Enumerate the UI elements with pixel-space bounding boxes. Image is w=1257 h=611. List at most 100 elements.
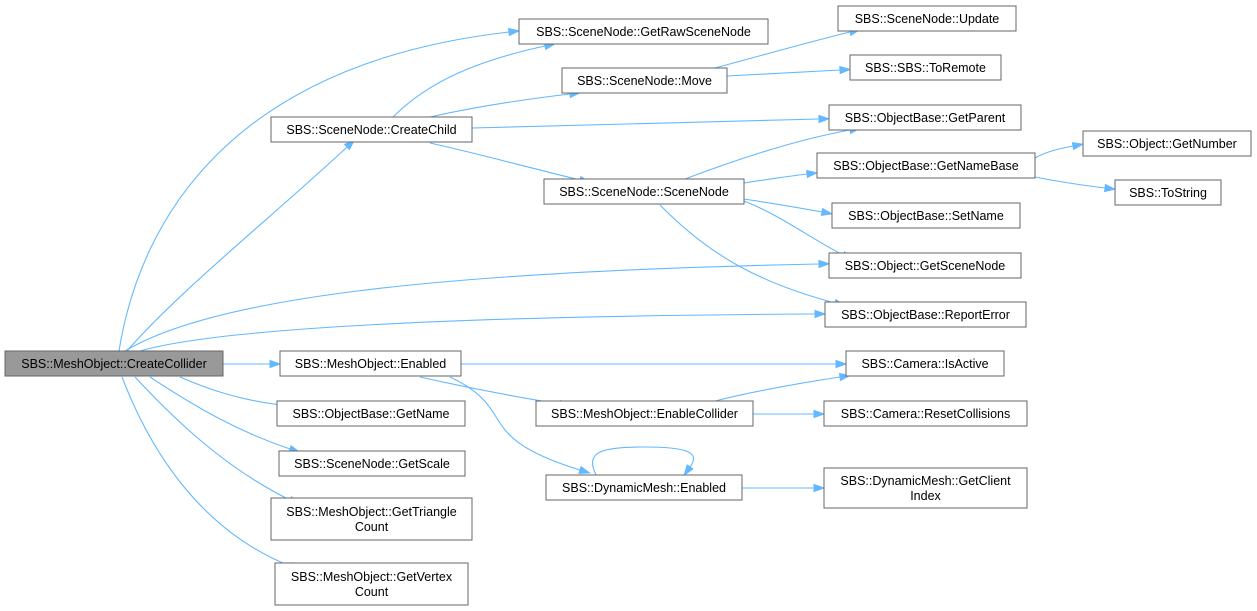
node-camera-is-active[interactable]: SBS::Camera::IsActive	[845, 350, 1005, 377]
node-create-collider[interactable]: SBS::MeshObject::CreateCollider	[4, 350, 224, 377]
edge-enable-collider-to-camera-is-active	[714, 372, 852, 402]
edge-line	[743, 173, 808, 184]
node-reset-collisions[interactable]: SBS::Camera::ResetCollisions	[823, 400, 1028, 427]
edge-line	[449, 376, 581, 471]
edge-line	[1034, 176, 1106, 189]
edge-line	[118, 31, 510, 352]
arrowhead-icon	[813, 483, 826, 493]
node-label: Count	[355, 585, 389, 599]
arrowhead-icon	[839, 65, 852, 75]
node-box	[270, 116, 473, 143]
edge-line	[392, 45, 546, 118]
edge-get-name-base-to-object-get-number	[1034, 141, 1085, 159]
edge-scenenode-ctor-to-set-name	[743, 198, 834, 217]
node-scenenode-update[interactable]: SBS::SceneNode::Update	[837, 5, 1017, 32]
edge-line	[714, 376, 841, 402]
edge-scenenode-move-to-to-remote	[726, 65, 852, 77]
node-label: SBS::MeshObject::GetTriangle	[286, 505, 456, 519]
arrowhead-icon	[818, 259, 831, 269]
node-label: SBS::MeshObject::Enabled	[295, 357, 447, 371]
edge-line	[684, 129, 851, 180]
node-box	[535, 400, 754, 427]
node-box	[274, 562, 469, 606]
node-box	[1114, 179, 1222, 206]
node-box	[278, 450, 466, 477]
node-get-scale[interactable]: SBS::SceneNode::GetScale	[278, 450, 466, 477]
node-label: SBS::ObjectBase::GetName	[292, 407, 449, 421]
node-label: Count	[355, 520, 389, 534]
node-box	[849, 54, 1002, 81]
node-get-scene-node[interactable]: SBS::Object::GetSceneNode	[828, 252, 1022, 279]
node-label: Index	[910, 489, 941, 503]
node-enable-collider[interactable]: SBS::MeshObject::EnableCollider	[535, 400, 754, 427]
node-object-get-number[interactable]: SBS::Object::GetNumber	[1082, 130, 1252, 157]
edge-line	[743, 198, 823, 213]
node-label: SBS::SceneNode::GetScale	[294, 457, 450, 471]
arrowhead-icon	[806, 169, 819, 179]
edge-line	[429, 93, 571, 118]
edge-create-collider-to-get-vertex-count	[121, 376, 301, 571]
edge-line	[659, 204, 836, 304]
edge-create-collider-to-get-name	[179, 376, 293, 410]
edge-line	[149, 376, 291, 450]
edge-line	[714, 31, 851, 69]
node-label: SBS::DynamicMesh::GetClient	[840, 474, 1011, 488]
node-get-raw-scene-node[interactable]: SBS::SceneNode::GetRawSceneNode	[518, 18, 769, 45]
node-label: SBS::ObjectBase::GetParent	[845, 111, 1006, 125]
node-set-name[interactable]: SBS::ObjectBase::SetName	[831, 202, 1021, 229]
edge-create-child-to-scenenode-move	[429, 89, 582, 118]
node-label: SBS::SceneNode::Update	[855, 12, 1000, 26]
node-label: SBS::Camera::ResetCollisions	[841, 407, 1011, 421]
node-create-child[interactable]: SBS::SceneNode::CreateChild	[270, 116, 473, 143]
node-label: SBS::SceneNode::GetRawSceneNode	[536, 25, 751, 39]
node-box	[823, 467, 1028, 509]
node-label: SBS::Object::GetNumber	[1097, 137, 1237, 151]
node-label: SBS::SBS::ToRemote	[865, 61, 986, 75]
edge-create-collider-to-report-error	[139, 309, 827, 352]
edge-mesh-enabled-to-dynmesh-enabled	[449, 376, 592, 474]
node-to-string[interactable]: SBS::ToString	[1114, 179, 1222, 206]
edge-create-collider-to-mesh-enabled	[218, 359, 282, 369]
node-label: SBS::Camera::IsActive	[861, 357, 988, 371]
arrowhead-icon	[1104, 183, 1117, 193]
node-box	[4, 350, 224, 377]
node-box	[831, 202, 1021, 229]
node-scenenode-move[interactable]: SBS::SceneNode::Move	[561, 67, 728, 94]
node-scenenode-ctor[interactable]: SBS::SceneNode::SceneNode	[543, 178, 745, 205]
call-graph-nodes: SBS::MeshObject::CreateColliderSBS::Scen…	[4, 5, 1252, 606]
edge-line	[591, 446, 695, 476]
node-box	[561, 67, 728, 94]
node-label: SBS::ObjectBase::SetName	[848, 209, 1004, 223]
edge-create-collider-to-get-triangle-count	[134, 376, 301, 506]
node-get-name-base[interactable]: SBS::ObjectBase::GetNameBase	[816, 152, 1036, 179]
node-box	[816, 152, 1036, 179]
arrowhead-icon	[814, 309, 827, 319]
node-box	[828, 104, 1022, 131]
node-label: SBS::MeshObject::EnableCollider	[551, 407, 738, 421]
edge-enable-collider-to-reset-collisions	[752, 409, 826, 419]
node-report-error[interactable]: SBS::ObjectBase::ReportError	[824, 301, 1027, 328]
node-to-remote[interactable]: SBS::SBS::ToRemote	[849, 54, 1002, 81]
edge-dynmesh-enabled-to-dynmesh-enabled	[591, 446, 695, 477]
arrowhead-icon	[508, 27, 521, 37]
node-mesh-enabled[interactable]: SBS::MeshObject::Enabled	[279, 350, 462, 377]
node-get-name[interactable]: SBS::ObjectBase::GetName	[276, 400, 466, 427]
node-label: SBS::MeshObject::GetVertex	[291, 570, 453, 584]
edge-create-collider-to-get-raw-scene-node	[118, 27, 521, 352]
node-label: SBS::DynamicMesh::Enabled	[562, 481, 726, 495]
node-get-parent[interactable]: SBS::ObjectBase::GetParent	[828, 104, 1022, 131]
edge-line	[121, 376, 291, 567]
edge-line	[429, 142, 581, 181]
node-box	[845, 350, 1005, 377]
node-box	[276, 400, 466, 427]
node-box	[545, 474, 743, 501]
arrowhead-icon	[813, 409, 826, 419]
edge-line	[179, 376, 282, 406]
node-dynmesh-enabled[interactable]: SBS::DynamicMesh::Enabled	[545, 474, 743, 501]
edge-create-child-to-get-parent	[471, 114, 831, 129]
node-label: SBS::SceneNode::CreateChild	[286, 123, 456, 137]
